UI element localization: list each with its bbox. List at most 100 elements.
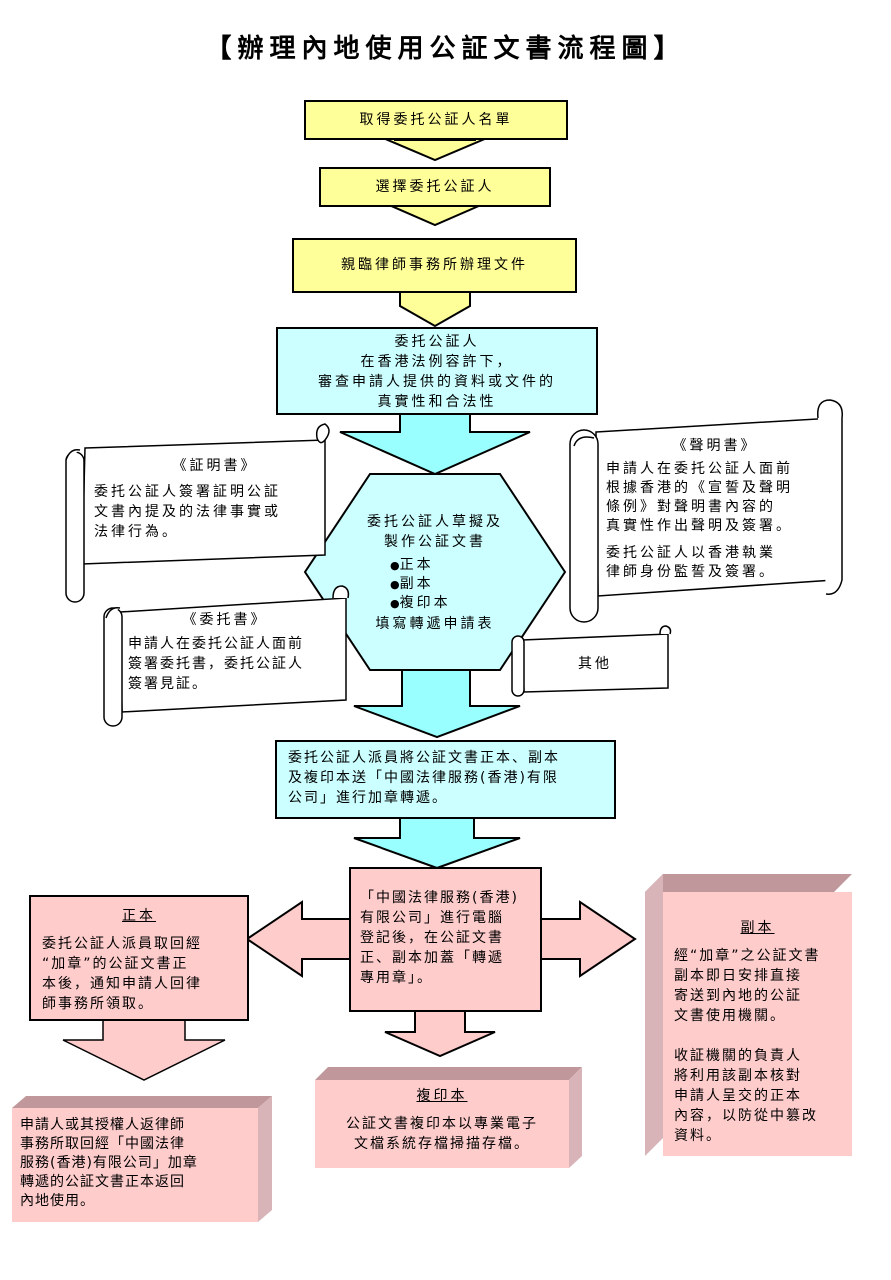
arrow-down-6: [353, 817, 521, 870]
original-final-box: [12, 1108, 258, 1222]
step6-text: 委托公証人派員將公証文書正本、副本 及複印本送「中國法律服務(香港)有限 公司」…: [288, 748, 613, 808]
original-final-line: 服務(香港)有限公司」加章: [20, 1155, 198, 1171]
step7-line: 有限公司」進行電腦: [360, 910, 504, 926]
original-final-line: 申請人或其授權人返律師: [20, 1117, 185, 1133]
authorization-line: 申請人在委托公証人面前: [128, 636, 304, 652]
declaration-line: 根據香港的《宣誓及聲明: [606, 480, 793, 496]
declaration-line: 申請人在委托公証人面前: [606, 461, 793, 477]
step4-line: 審查申請人提供的資料或文件的: [318, 374, 556, 390]
step1-label: 取得委托公証人名單: [359, 112, 513, 128]
original-final-side: [258, 1096, 272, 1222]
step4-line: 在香港法例容許下，: [360, 354, 514, 370]
certificate-line: 法律行為。: [94, 524, 179, 540]
photocopy-line: 文檔系統存檔掃描存檔。: [354, 1136, 530, 1152]
copy-line: 文書使用機關。: [674, 1008, 786, 1024]
original-final-line: 事務所取回經「中國法律: [20, 1136, 185, 1152]
copy-left: [645, 874, 663, 1156]
arrow-down-3: [399, 291, 471, 328]
step5-footer: 填寫轉遞申請表: [375, 616, 495, 632]
photocopy-text: 公証文書複印本以專業電子 文檔系統存檔掃描存檔。: [315, 1114, 569, 1154]
copy-line: 副本即日安排直接: [674, 968, 802, 984]
original-line: “加章”的公証文書正: [42, 956, 189, 972]
arrow-down-4: [339, 413, 531, 476]
declaration-para1: 申請人在委托公証人面前 根據香港的《宣誓及聲明 條例》對聲明書內容的 真實性作出…: [606, 460, 831, 536]
copy-line: 內容，以防從中篡改: [674, 1108, 818, 1124]
step4-line: 委托公証人: [394, 334, 480, 350]
other-label: 其他: [578, 656, 612, 672]
step3-box: [292, 238, 577, 293]
original-final-line: 內地使用。: [20, 1193, 95, 1209]
step4-box: [276, 327, 598, 415]
step6-line: 委托公証人派員將公証文書正本、副本: [288, 750, 560, 766]
step3-label: 親臨律師事務所辦理文件: [341, 257, 528, 273]
declaration-line: 條例》對聲明書內容的: [606, 499, 776, 515]
step6-line: 及複印本送「中國法律服務(香港)有限: [288, 770, 559, 786]
certificate-line: 委托公証人簽署証明公証: [94, 484, 281, 500]
authorization-line: 簽署委托書，委托公証人: [128, 656, 304, 672]
step7-line: 登記後，在公証文書: [360, 930, 504, 946]
scroll-authorization: [103, 585, 350, 727]
copy-line: 資料。: [674, 1128, 722, 1144]
copy-line: 寄送到內地的公証: [674, 988, 802, 1004]
authorization-text: 申請人在委托公証人面前 簽署委托書，委托公証人 簽署見証。: [128, 634, 346, 694]
step1-box: [304, 100, 568, 140]
certificate-text: 委托公証人簽署証明公証 文書內提及的法律事實或 法律行為。: [94, 482, 324, 542]
copy-line: 收証機關的負責人: [674, 1048, 802, 1064]
step5-title-line: 製作公証文書: [384, 534, 486, 550]
declaration-line: 委托公証人以香港執業: [606, 545, 776, 561]
step5-title-line: 委托公証人草擬及: [367, 514, 503, 530]
declaration-title: 《聲明書》: [672, 438, 758, 454]
step6-line: 公司」進行加章轉遞。: [288, 790, 448, 806]
original-text: 委托公証人派員取回經 “加章”的公証文書正 本後，通知申請人回律 師事務所領取。: [42, 934, 248, 1014]
step7-text: 「中國法律服務(香港) 有限公司」進行電腦 登記後，在公証文書 正、副本加蓋「轉…: [360, 888, 540, 988]
copy-box: [663, 892, 852, 1156]
scroll-declaration: [569, 399, 843, 623]
arrow-down-original: [62, 1019, 226, 1081]
original-final-top: [12, 1096, 272, 1108]
step7-box: [349, 867, 542, 1012]
scroll-other: [511, 625, 672, 697]
step2-label: 選擇委托公証人: [375, 179, 495, 195]
step4-line: 真實性和合法性: [377, 394, 497, 410]
step5-items: 正本 副本 複印本: [390, 556, 510, 613]
scroll-certificate: [65, 423, 330, 603]
authorization-title: 《委托書》: [182, 612, 268, 628]
copy-top: [645, 874, 852, 892]
authorization-line: 簽署見証。: [128, 676, 208, 692]
original-final-text: 申請人或其授權人返律師 事務所取回經「中國法律 服務(香港)有限公司」加章 轉遞…: [20, 1116, 258, 1211]
certificate-line: 文書內提及的法律事實或: [94, 504, 281, 520]
certificate-title: 《証明書》: [172, 458, 258, 474]
step5-item-photocopy: 複印本: [390, 594, 510, 613]
photocopy-side: [569, 1067, 582, 1168]
photocopy-box: [315, 1080, 569, 1168]
step2-box: [319, 167, 551, 207]
copy-para1: 經“加章”之公証文書 副本即日安排直接 寄送到內地的公証 文書使用機關。: [674, 946, 850, 1026]
copy-line: 申請人呈交的正本: [674, 1088, 802, 1104]
step4-text: 委托公証人 在香港法例容許下， 審查申請人提供的資料或文件的 真實性和合法性: [277, 332, 597, 412]
declaration-para2: 委托公証人以香港執業 律師身份監誓及簽署。: [606, 544, 831, 582]
declaration-line: 真實性作出聲明及簽署。: [606, 518, 793, 534]
original-box: [29, 895, 249, 1021]
original-line: 委托公証人派員取回經: [42, 936, 202, 952]
arrow-down-7: [384, 1010, 496, 1058]
photocopy-top: [315, 1067, 582, 1080]
step7-line: 專用章」。: [360, 970, 433, 986]
step5-item-copy: 副本: [390, 575, 510, 594]
copy-para2: 收証機關的負責人 將利用該副本核對 申請人呈交的正本 內容，以防從中篡改 資料。: [674, 1046, 850, 1146]
step5-title: 委托公証人草擬及 製作公証文書: [330, 512, 540, 552]
photocopy-line: 公証文書複印本以專業電子: [346, 1116, 538, 1132]
copy-line: 經“加章”之公証文書: [674, 948, 821, 964]
original-title: 正本: [122, 908, 156, 924]
original-line: 師事務所領取。: [42, 996, 154, 1012]
step5-item-original: 正本: [390, 556, 510, 575]
copy-line: 將利用該副本核對: [674, 1068, 802, 1084]
original-line: 本後，通知申請人回律: [42, 976, 202, 992]
copy-title: 副本: [740, 920, 775, 936]
arrow-down-5: [353, 669, 521, 739]
step6-box: [275, 740, 616, 819]
step7-line: 「中國法律服務(香港): [360, 890, 519, 906]
photocopy-title: 複印本: [416, 1088, 468, 1104]
step7-line: 正、副本加蓋「轉遞: [360, 950, 504, 966]
declaration-line: 律師身份監誓及簽署。: [606, 564, 776, 580]
